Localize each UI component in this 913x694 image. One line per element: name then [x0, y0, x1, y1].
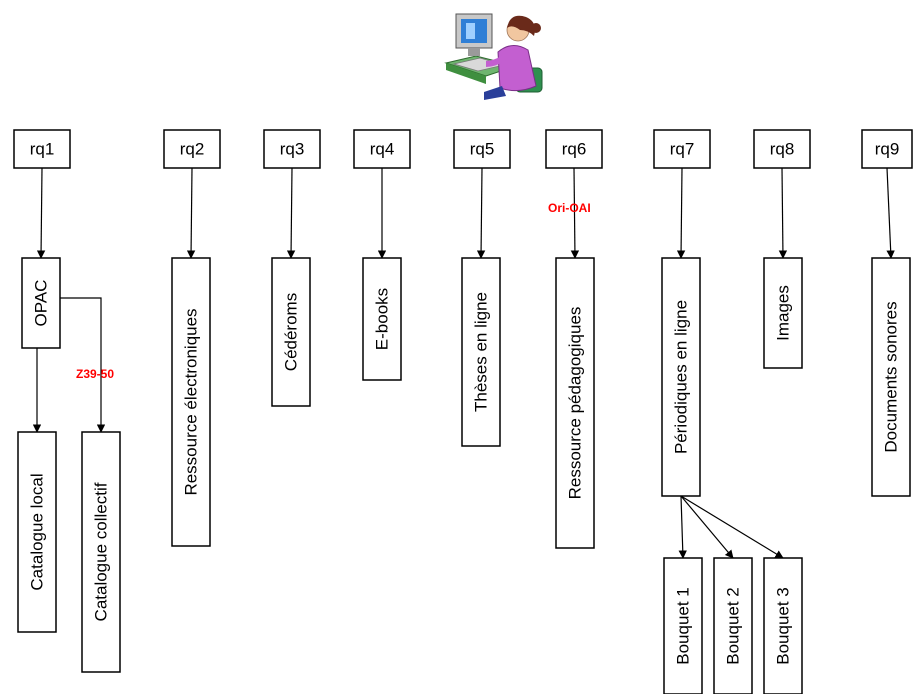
- node-rq5: rq5: [453, 129, 511, 169]
- edge-rq1-to-opac: [36, 167, 46, 259]
- node-label-rq2: rq2: [180, 140, 205, 159]
- connections: [32, 167, 895, 559]
- node-label-rq7: rq7: [670, 140, 695, 159]
- node-label-rq5: rq5: [470, 140, 495, 159]
- edge-opac-to-catalogue-collectif: [60, 297, 106, 433]
- node-rq6: rq6: [545, 129, 603, 169]
- node-label-images: Images: [774, 285, 793, 341]
- edge-rq3-to-cederoms: [286, 167, 296, 259]
- node-documents-sonores: Documents sonores: [871, 257, 911, 497]
- node-cederoms: Cédéroms: [271, 257, 311, 407]
- node-opac: OPAC: [21, 257, 61, 349]
- node-periodiques: Périodiques en ligne: [661, 257, 701, 497]
- node-label-theses: Thèses en ligne: [472, 292, 491, 412]
- node-label-rq1: rq1: [30, 140, 55, 159]
- node-rq9: rq9: [861, 129, 913, 169]
- node-rq3: rq3: [263, 129, 321, 169]
- protocol-label-ori-oai: Ori-OAI: [548, 201, 591, 215]
- node-label-ebooks: E-books: [373, 288, 392, 350]
- edge-rq5-to-theses: [476, 167, 486, 259]
- node-label-documents-sonores: Documents sonores: [882, 301, 901, 452]
- node-ressource-pedagogiques: Ressource pédagogiques: [555, 257, 595, 549]
- edge-rq7-to-periodiques: [676, 167, 686, 259]
- edge-rq6-to-ressource-pedagogiques: [570, 167, 580, 259]
- edge-rq9-to-documents-sonores: [886, 167, 895, 259]
- node-label-bouquet-2: Bouquet 2: [724, 587, 743, 665]
- node-rq7: rq7: [653, 129, 711, 169]
- edge-periodiques-to-bouquet-2: [680, 495, 734, 559]
- node-rq4: rq4: [353, 129, 411, 169]
- node-label-cederoms: Cédéroms: [282, 293, 301, 371]
- protocol-labels: Z39-50 Ori-OAI: [76, 201, 591, 381]
- edge-rq8-to-images: [778, 167, 788, 259]
- node-label-rq3: rq3: [280, 140, 305, 159]
- node-bouquet-2: Bouquet 2: [713, 557, 753, 694]
- node-catalogue-collectif: Catalogue collectif: [81, 431, 121, 673]
- node-theses: Thèses en ligne: [461, 257, 501, 447]
- node-label-catalogue-collectif: Catalogue collectif: [92, 482, 111, 621]
- user-at-computer-icon: [444, 13, 543, 100]
- node-label-ressource-electroniques: Ressource électroniques: [182, 308, 201, 495]
- edge-periodiques-to-bouquet-3: [680, 495, 784, 559]
- node-label-catalogue-local: Catalogue local: [28, 473, 47, 590]
- node-catalogue-local: Catalogue local: [17, 431, 57, 633]
- node-label-rq8: rq8: [770, 140, 795, 159]
- node-rq2: rq2: [163, 129, 221, 169]
- node-ebooks: E-books: [362, 257, 402, 381]
- node-ressource-electroniques: Ressource électroniques: [171, 257, 211, 547]
- node-rq8: rq8: [753, 129, 811, 169]
- node-label-rq6: rq6: [562, 140, 587, 159]
- node-label-bouquet-3: Bouquet 3: [774, 587, 793, 665]
- node-label-rq4: rq4: [370, 140, 395, 159]
- edge-periodiques-to-bouquet-1: [678, 495, 687, 559]
- node-bouquet-1: Bouquet 1: [663, 557, 703, 694]
- node-label-opac: OPAC: [32, 280, 51, 327]
- node-label-ressource-pedagogiques: Ressource pédagogiques: [566, 307, 585, 500]
- node-label-bouquet-1: Bouquet 1: [674, 587, 693, 665]
- protocol-label-z3950: Z39-50: [76, 367, 114, 381]
- node-label-rq9: rq9: [875, 140, 900, 159]
- node-bouquet-3: Bouquet 3: [763, 557, 803, 694]
- edge-rq2-to-ressource-electroniques: [186, 167, 196, 259]
- node-label-periodiques: Périodiques en ligne: [672, 300, 691, 454]
- node-rq1: rq1: [13, 129, 71, 169]
- node-images: Images: [763, 257, 803, 369]
